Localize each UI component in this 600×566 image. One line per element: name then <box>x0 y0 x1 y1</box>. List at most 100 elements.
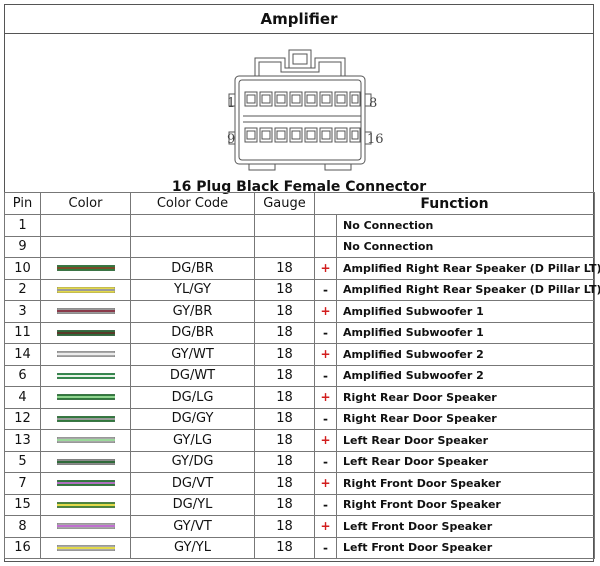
wire-color-swatch <box>56 372 115 379</box>
wire-color-swatch <box>56 265 115 272</box>
wire-gauge: 18 <box>254 278 315 301</box>
wire-gauge: 18 <box>254 536 315 559</box>
color-code: DG/GY <box>130 407 255 430</box>
connector-lock-tab <box>288 49 312 69</box>
wire-color-swatch <box>56 480 115 487</box>
wire-color-swatch <box>56 501 115 508</box>
wire-color-swatch <box>56 351 115 358</box>
color-code: DG/VT <box>130 472 255 495</box>
wire-gauge <box>254 235 315 258</box>
wire-color-swatch-cell <box>40 343 131 366</box>
pin-function: Right Front Door Speaker <box>336 472 595 495</box>
color-code: YL/GY <box>130 278 255 301</box>
connector-side-tab-right <box>364 93 372 107</box>
wire-stripe-color <box>56 396 115 399</box>
color-code <box>130 235 255 258</box>
wire-color-swatch-cell <box>40 300 131 323</box>
wire-color-swatch-cell <box>40 214 131 237</box>
color-code: GY/VT <box>130 515 255 538</box>
wire-gauge: 18 <box>254 300 315 323</box>
pin-label-16: 16 <box>367 132 384 147</box>
polarity-sign: + <box>314 515 337 538</box>
pin-function: Left Front Door Speaker <box>336 536 595 559</box>
polarity-sign: - <box>314 450 337 473</box>
pin-number: 2 <box>4 278 41 301</box>
wire-stripe-color <box>56 267 115 270</box>
wire-stripe-color <box>56 525 115 528</box>
wire-gauge: 18 <box>254 364 315 387</box>
connector-housing <box>234 75 366 165</box>
polarity-sign: + <box>314 343 337 366</box>
wire-color-swatch <box>56 458 115 465</box>
wire-color-swatch <box>56 437 115 444</box>
pin-function: Amplified Right Rear Speaker (D Pillar L… <box>336 257 600 280</box>
wire-color-swatch <box>56 286 115 293</box>
color-code: DG/YL <box>130 493 255 516</box>
pin-number: 6 <box>4 364 41 387</box>
polarity-sign: - <box>314 321 337 344</box>
pin-function: Amplified Right Rear Speaker (D Pillar L… <box>336 278 600 301</box>
pin-label-8: 8 <box>369 96 378 111</box>
polarity-sign: + <box>314 472 337 495</box>
wire-gauge <box>254 214 315 237</box>
diagram-title: Amplifier <box>5 5 593 34</box>
connector-title: 16 Plug Black Female Connector <box>171 179 427 195</box>
wire-gauge: 18 <box>254 343 315 366</box>
polarity-sign <box>314 235 337 258</box>
pin-label-9: 9 <box>227 132 236 147</box>
header-pin: Pin <box>4 192 41 215</box>
pin-number: 11 <box>4 321 41 344</box>
wire-color-swatch-cell <box>40 386 131 409</box>
connector-inner-housing <box>238 79 362 161</box>
wire-stripe-color <box>56 288 115 291</box>
polarity-sign: - <box>314 536 337 559</box>
wire-gauge: 18 <box>254 450 315 473</box>
pin-number: 14 <box>4 343 41 366</box>
wire-stripe-color <box>56 546 115 549</box>
wire-color-swatch <box>56 544 115 551</box>
wire-color-swatch-cell <box>40 407 131 430</box>
connector-foot-left <box>248 164 276 171</box>
connector-side-tab-left <box>228 93 236 107</box>
wire-color-swatch <box>56 394 115 401</box>
polarity-sign <box>314 214 337 237</box>
pin-function: Left Front Door Speaker <box>336 515 595 538</box>
connector-latch-inner <box>258 61 342 76</box>
wire-color-swatch-cell <box>40 321 131 344</box>
polarity-sign: - <box>314 364 337 387</box>
wire-stripe-color <box>56 374 115 377</box>
pin-number: 12 <box>4 407 41 430</box>
color-code: GY/YL <box>130 536 255 559</box>
wire-color-swatch-cell <box>40 235 131 258</box>
connector-illustration <box>228 49 372 171</box>
pin-function: Amplified Subwoofer 2 <box>336 343 595 366</box>
header-function: Function <box>314 192 595 215</box>
color-code: DG/LG <box>130 386 255 409</box>
wire-stripe-color <box>56 353 115 356</box>
pin-function: Amplified Subwoofer 1 <box>336 300 595 323</box>
wire-stripe-color <box>56 439 115 442</box>
wire-color-swatch-cell <box>40 472 131 495</box>
wire-gauge: 18 <box>254 407 315 430</box>
color-code: DG/BR <box>130 257 255 280</box>
polarity-sign: - <box>314 278 337 301</box>
connector-row-2 <box>244 127 361 143</box>
pin-function: No Connection <box>336 235 595 258</box>
pin-number: 5 <box>4 450 41 473</box>
wire-gauge: 18 <box>254 257 315 280</box>
wire-color-swatch <box>56 415 115 422</box>
pin-number: 16 <box>4 536 41 559</box>
pin-number: 7 <box>4 472 41 495</box>
connector-side-tab-left-2 <box>228 131 236 145</box>
wire-stripe-color <box>56 482 115 485</box>
